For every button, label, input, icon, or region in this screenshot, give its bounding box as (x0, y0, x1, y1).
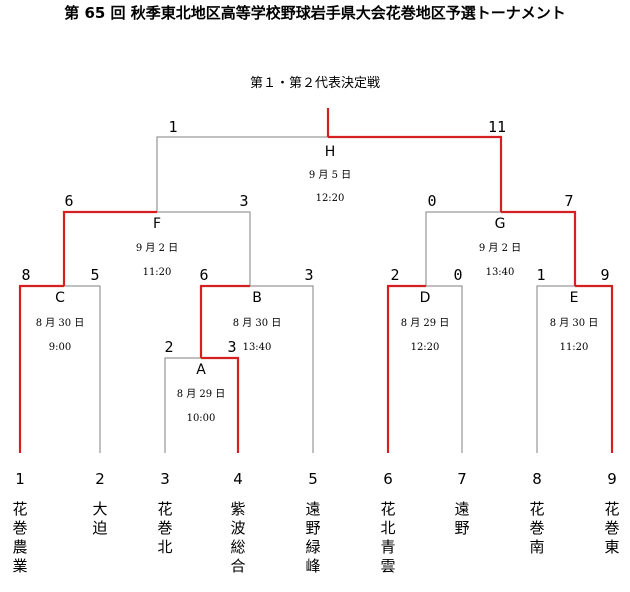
label-match-E: E (570, 290, 579, 306)
seed-1: 1 (15, 470, 25, 488)
line-match-G-left (425, 211, 501, 286)
team-name-3: 花巻北 (157, 500, 173, 556)
score-match-B-right: 3 (304, 266, 313, 284)
seed-6: 6 (383, 470, 393, 488)
label-match-H: H (325, 144, 336, 160)
time-match-B: 13:40 (243, 342, 272, 353)
line-match-B-right (201, 285, 314, 453)
label-match-B: B (252, 290, 262, 306)
date-match-E: 8 月 30 日 (550, 317, 599, 329)
seed-2: 2 (95, 470, 105, 488)
team-name-8: 花巻南 (529, 500, 545, 556)
seed-7: 7 (457, 470, 467, 488)
score-match-B-left: 6 (199, 266, 208, 284)
score-match-E-left: 1 (536, 266, 545, 284)
team-name-5: 遠野緑峰 (305, 500, 321, 575)
seed-3: 3 (160, 470, 170, 488)
winner-path-match-E (575, 284, 614, 453)
score-match-A-right: 3 (227, 338, 236, 356)
team-name-4: 紫波総合 (230, 500, 246, 575)
bracket-subtitle: 第１・第２代表決定戦 (249, 76, 380, 91)
team-name-2: 大迫 (92, 500, 108, 537)
time-match-C: 9:00 (49, 342, 71, 353)
score-match-C-left: 8 (21, 266, 30, 284)
date-match-B: 8 月 30 日 (233, 317, 282, 329)
date-match-C: 8 月 30 日 (36, 317, 85, 329)
team-name-6: 花北青雲 (380, 500, 396, 575)
label-match-D: D (420, 290, 431, 306)
time-match-H: 12:20 (316, 193, 345, 204)
winner-path-match-D (386, 284, 426, 453)
score-match-F-right: 3 (239, 192, 248, 210)
label-match-G: G (495, 216, 506, 232)
score-match-F-left: 6 (64, 192, 73, 210)
label-match-A: A (196, 362, 206, 378)
score-match-H-right: 11 (488, 118, 506, 136)
seed-4: 4 (233, 470, 243, 488)
line-match-F-right (157, 211, 251, 286)
line-match-A-left (164, 357, 202, 453)
winner-path-match-B (199, 284, 250, 358)
date-match-H: 9 月 5 日 (309, 169, 351, 181)
score-match-D-left: 2 (390, 266, 399, 284)
time-match-D: 12:20 (411, 342, 440, 353)
team-name-9: 花巻東 (604, 500, 620, 556)
line-match-D-right (426, 285, 463, 453)
label-match-C: C (55, 290, 65, 306)
label-match-F: F (153, 216, 161, 232)
date-match-G: 9 月 2 日 (479, 242, 521, 254)
date-match-D: 8 月 29 日 (401, 317, 450, 329)
page-title: 第 65 回 秋季東北地区高等学校野球岩手県大会花巻地区予選トーナメント (64, 4, 566, 22)
seed-5: 5 (308, 470, 318, 488)
seed-9: 9 (607, 470, 617, 488)
time-match-E: 11:20 (560, 342, 589, 353)
team-name-7: 遠野 (454, 500, 470, 537)
score-match-C-right: 5 (90, 266, 99, 284)
winner-path-match-H (328, 135, 503, 212)
time-match-F: 11:20 (143, 267, 172, 278)
score-match-E-right: 9 (600, 266, 609, 284)
score-match-G-left: 0 (427, 192, 436, 210)
time-match-A: 10:00 (187, 413, 216, 424)
date-match-A: 8 月 29 日 (177, 388, 226, 400)
score-match-G-right: 7 (564, 192, 573, 210)
team-name-1: 花巻農業 (12, 500, 28, 575)
line-match-H-left (156, 136, 328, 212)
seed-8: 8 (532, 470, 542, 488)
winner-path-match-G (501, 210, 577, 286)
time-match-G: 13:40 (486, 267, 515, 278)
score-match-H-left: 1 (168, 118, 177, 136)
score-match-A-left: 2 (164, 338, 173, 356)
date-match-F: 9 月 2 日 (136, 242, 178, 254)
winner-path-match-C (18, 284, 64, 453)
line-match-E-left (536, 285, 575, 453)
winner-path-match-A (201, 356, 240, 453)
winner-path-match-F (62, 210, 157, 286)
score-match-D-right: 0 (453, 266, 462, 284)
line-match-C-right (64, 285, 101, 453)
